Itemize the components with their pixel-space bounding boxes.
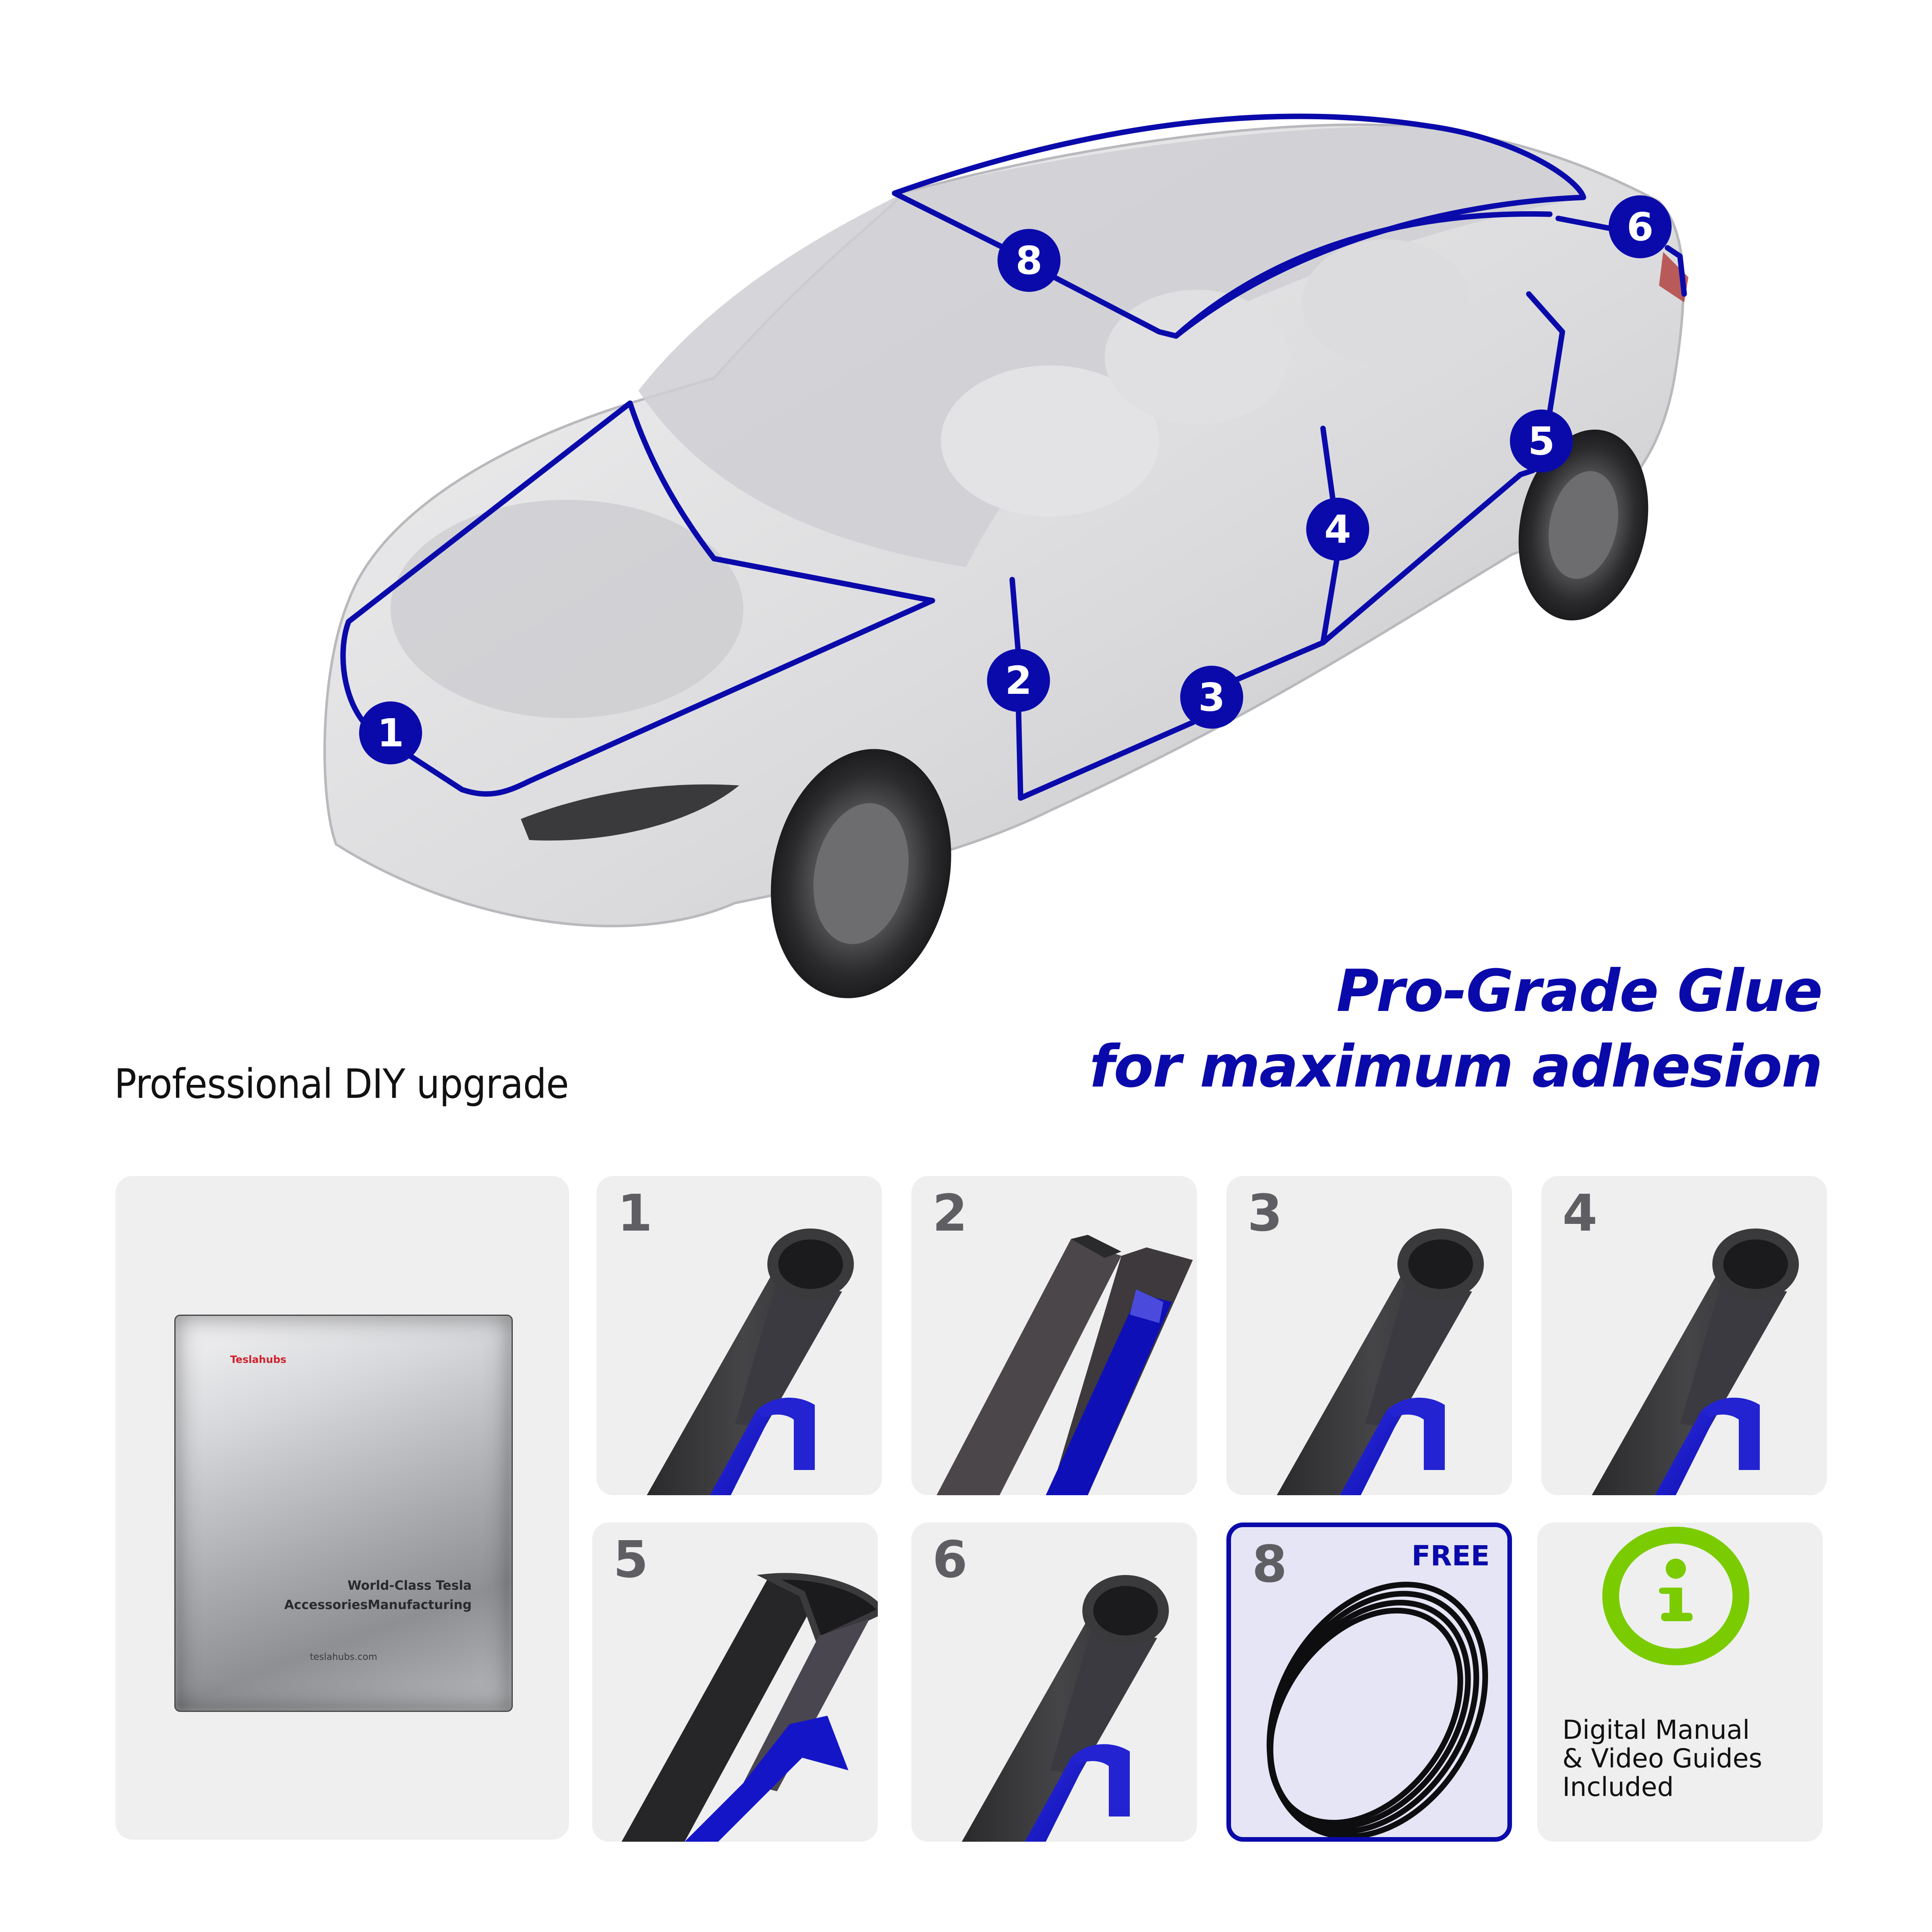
coiled-seal-image	[1266, 1582, 1488, 1837]
seal-badge-4: 4	[1306, 498, 1369, 561]
free-badge: FREE	[1411, 1540, 1490, 1572]
headline: Pro-Grade Glue for maximum adhesion	[1089, 953, 1823, 1105]
info-tile: Digital Manual & Video Guides Included	[1537, 1522, 1823, 1842]
info-text-line-3: Included	[1562, 1772, 1674, 1802]
seal-badge-1: 1	[359, 701, 422, 764]
seal-badge-6: 6	[1609, 195, 1672, 258]
package-tagline-line-1: World-Class Tesla	[347, 1578, 472, 1593]
foil-package: Teslahubs World-Class Tesla AccessoriesM…	[174, 1315, 513, 1712]
seal-tile-number: 4	[1562, 1184, 1598, 1243]
seal-tile-number: 3	[1247, 1184, 1283, 1243]
z-shape-seal-image	[937, 1235, 1193, 1495]
seal-badge-3: 3	[1180, 666, 1243, 729]
seal-tile-number: 2	[932, 1184, 968, 1243]
seal-tile-2: 2	[911, 1176, 1197, 1495]
package-tagline-line-2: AccessoriesManufacturing	[284, 1598, 472, 1612]
seal-tile-number: 1	[617, 1184, 653, 1243]
seal-outlines	[340, 113, 1687, 801]
headline-line-2: for maximum adhesion	[1089, 1033, 1823, 1100]
info-text-line-1: Digital Manual	[1562, 1714, 1750, 1745]
seal-tile-number: 5	[613, 1531, 648, 1589]
package-brand: Teslahubs	[230, 1354, 286, 1365]
seal-badge-2: 2	[987, 649, 1050, 712]
seal-tile-number: 8	[1252, 1536, 1287, 1594]
info-icon	[1602, 1527, 1749, 1665]
package-tagline: World-Class Tesla AccessoriesManufacturi…	[284, 1576, 472, 1615]
info-text: Digital Manual & Video Guides Included	[1562, 1716, 1762, 1801]
subtitle: Professional DIY upgrade	[114, 1060, 569, 1108]
seal-tile-number: 6	[932, 1531, 968, 1589]
car-illustration	[323, 113, 1688, 998]
seal-tile-8-free: 8 FREE	[1226, 1522, 1512, 1842]
half-round-seal-image	[622, 1573, 878, 1842]
seal-tile-3: 3	[1226, 1176, 1512, 1495]
car-diagram: 1 2 3 4 5 6 8	[323, 113, 1688, 998]
package-url: teslahubs.com	[310, 1652, 378, 1662]
info-text-line-2: & Video Guides	[1562, 1743, 1762, 1774]
headline-line-1: Pro-Grade Glue	[1336, 957, 1823, 1025]
seal-tile-6: 6	[911, 1522, 1197, 1842]
seal-tile-4: 4	[1541, 1176, 1827, 1495]
package-tile: Teslahubs World-Class Tesla AccessoriesM…	[116, 1176, 569, 1840]
seal-tile-1: 1	[596, 1176, 882, 1495]
seal-badge-8: 8	[998, 229, 1060, 292]
seal-tile-5: 5	[592, 1522, 878, 1842]
seal-badge-5: 5	[1510, 410, 1573, 472]
